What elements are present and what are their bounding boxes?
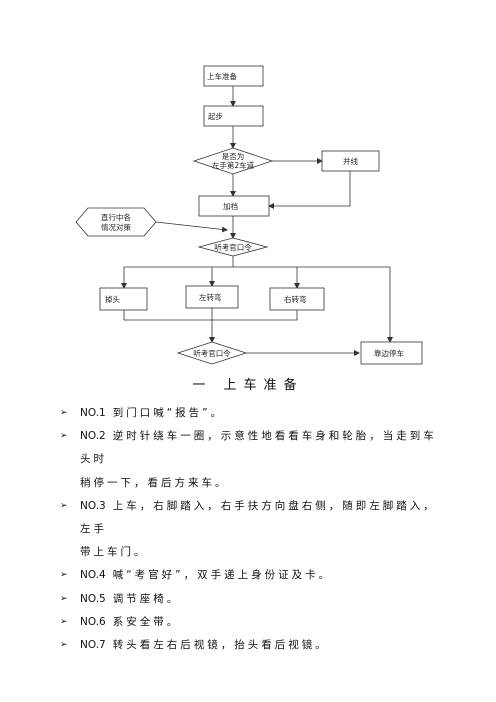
node-park [360, 341, 423, 365]
step-item: ➢ NO.6 系安全带。 [60, 611, 440, 634]
node-decision-lane [192, 147, 274, 175]
label-command2: 听考官口令 [193, 348, 231, 358]
flowchart: 上车准备 起步 是否为 左手第2车道 并线 加档 直行中各 情况对策 听考官口令… [75, 65, 423, 365]
label-right: 右转弯 [284, 294, 307, 304]
node-right [269, 287, 325, 311]
label-command1: 听考官口令 [214, 242, 252, 252]
arrow-straight-command [155, 221, 228, 233]
step-item: ➢ NO.4 喊“考官好”，双手递上身份证及卡。 [60, 564, 440, 587]
step-text: 到门口喊“报告”。 [112, 407, 225, 419]
node-change-lane [321, 150, 380, 172]
step-number: NO.7 [80, 639, 106, 652]
node-straight [75, 207, 157, 237]
node-uturn [99, 287, 148, 311]
step-text: 调节座椅。 [112, 592, 181, 605]
line-join-bus [123, 310, 298, 321]
label-uturn: 掉头 [105, 294, 120, 304]
step-text-continued: 带上车门。 [80, 546, 148, 559]
step-text: 转头看左右后视镜，抬头看后视镜。 [112, 639, 329, 652]
arrow-bullet-icon: ➢ [60, 570, 68, 581]
label-prepare: 上车准备 [207, 71, 237, 81]
step-number: NO.5 [80, 592, 106, 605]
arrow-changelane-accelerate [268, 171, 351, 209]
arrow-bullet-icon: ➢ [60, 431, 68, 442]
step-item: ➢ NO.5 调节座椅。 [60, 588, 440, 611]
section-title: 一 上车准备 [192, 378, 304, 393]
arrow-bullet-icon: ➢ [60, 616, 68, 627]
node-left [185, 285, 239, 309]
step-text-continued: 稍停一下，看后方来车。 [80, 476, 229, 489]
node-accelerate [198, 195, 270, 217]
step-item: ➢ NO.1 到门口喊“报告”。 [60, 402, 440, 425]
step-number: NO.3 [80, 499, 106, 512]
label-decision-line1: 是否为 [222, 151, 245, 161]
step-text: 喊“考官好”，双手递上身份证及卡。 [112, 569, 333, 582]
arrow-bullet-icon: ➢ [60, 500, 68, 511]
step-number: NO.1 [80, 407, 106, 419]
step-text: 逆时针绕车一圈，示意性地看看车身和轮胎，当走到车头时 [80, 430, 437, 466]
node-start [203, 105, 264, 127]
node-command2 [176, 341, 248, 365]
arrow-bullet-icon: ➢ [60, 593, 68, 604]
label-park: 靠边停车 [374, 348, 404, 358]
step-number: NO.4 [80, 569, 106, 582]
step-text: 系安全带。 [112, 615, 181, 628]
node-prepare [203, 65, 264, 87]
label-straight-line2: 情况对策 [101, 222, 131, 232]
label-straight-line1: 直行中各 [101, 212, 131, 222]
step-text: 上车，右脚踏入，右手扶方向盘右侧，随即左脚踏入，左手 [80, 499, 437, 536]
label-accelerate: 加档 [223, 201, 238, 211]
step-item: ➢ NO.7 转头看左右后视镜，抬头看后视镜。 [60, 634, 440, 657]
label-left: 左转弯 [199, 292, 222, 302]
step-number: NO.2 [80, 430, 106, 443]
label-decision-line2: 左手第2车道 [212, 160, 255, 170]
node-command1 [197, 237, 269, 257]
arrow-bullet-icon: ➢ [60, 640, 68, 651]
label-change-lane: 并线 [343, 156, 358, 166]
label-start: 起步 [208, 112, 223, 121]
step-number: NO.6 [80, 615, 106, 628]
arrow-bullet-icon: ➢ [60, 408, 68, 418]
